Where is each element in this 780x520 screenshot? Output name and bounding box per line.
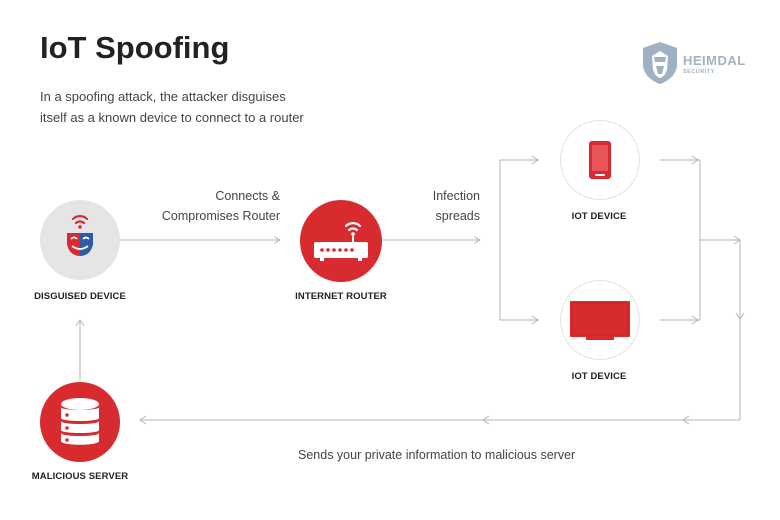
split-bracket — [499, 159, 538, 321]
brand-tagline: SECURITY — [683, 69, 715, 75]
mask-icon — [67, 215, 93, 256]
sends-edge-label: Sends your private information to malici… — [298, 448, 576, 462]
infect-label-line-2: spreads — [435, 209, 480, 223]
subtitle-line-2: itself as a known device to connect to a… — [40, 110, 304, 125]
connect-edge-label: Connects & Compromises Router — [150, 186, 280, 226]
smartphone-icon — [589, 141, 611, 179]
television-icon — [570, 301, 630, 340]
infect-label-line-1: Infection — [432, 189, 480, 203]
database-icon — [61, 398, 99, 445]
page-subtitle: In a spoofing attack, the attacker disgu… — [40, 86, 330, 128]
iot-device-top-label: IOT DEVICE — [571, 211, 627, 222]
connect-label-line-2: Compromises Router — [161, 209, 280, 223]
connect-label-line-1: Connects & — [215, 189, 280, 203]
malicious-server-node — [40, 382, 120, 462]
internet-router-label: INTERNET ROUTER — [295, 291, 387, 302]
router-icon — [314, 222, 368, 261]
merge-bracket — [660, 159, 701, 321]
heimdal-logo: HEIMDAL SECURITY — [640, 40, 750, 86]
page-title: IoT Spoofing — [40, 30, 230, 65]
subtitle-line-1: In a spoofing attack, the attacker disgu… — [40, 89, 286, 104]
disguised-device-node — [40, 200, 120, 280]
iot-device-top-node — [560, 120, 640, 200]
iot-device-bottom-label: IOT DEVICE — [571, 371, 627, 382]
infect-edge-label: Infection spreads — [400, 186, 480, 226]
malicious-server-label: MALICIOUS SERVER — [31, 471, 129, 482]
internet-router-node — [300, 200, 382, 282]
brand-name: HEIMDAL — [683, 53, 746, 68]
shield-icon — [643, 42, 677, 84]
iot-device-bottom-node — [560, 280, 640, 360]
disguised-device-label: DISGUISED DEVICE — [34, 291, 126, 302]
